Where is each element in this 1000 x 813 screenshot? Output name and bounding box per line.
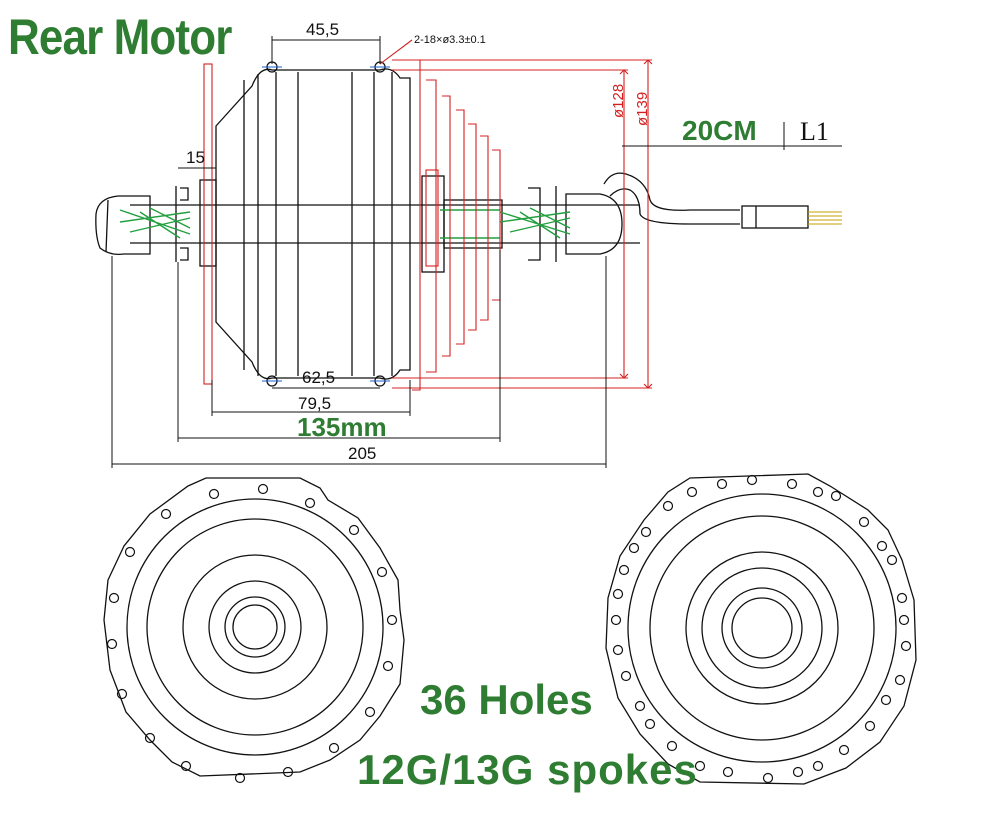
dim-hole-spec: 2-18×ø3.3±0.1 xyxy=(414,34,486,46)
dim-bottom-inner: 62,5 xyxy=(302,368,336,387)
right-spoke-holes xyxy=(610,474,912,784)
diagram-title: Rear Motor xyxy=(8,9,232,65)
axle-width-label: 135mm xyxy=(297,412,387,442)
right-spacer xyxy=(421,175,445,273)
left-dropout xyxy=(175,186,189,262)
motor-cable xyxy=(603,172,740,225)
dim-diameter-inner: ø128 xyxy=(610,83,627,118)
right-flange-outline xyxy=(605,473,917,785)
connector-label: L1 xyxy=(800,117,829,146)
dim-diameter-outer: ø139 xyxy=(634,91,651,126)
holes-label: 36 Holes xyxy=(420,676,593,723)
dimension-lines xyxy=(111,36,842,468)
left-spoke-holes xyxy=(106,483,398,784)
dim-top-width: 45,5 xyxy=(306,20,340,39)
spokes-label: 12G/13G spokes xyxy=(357,746,698,793)
dim-left-offset: 15 xyxy=(186,148,205,167)
front-view-left xyxy=(103,477,405,777)
dim-total-width: 205 xyxy=(348,444,377,463)
side-view xyxy=(95,61,842,387)
hole-markers xyxy=(262,66,390,382)
front-view-right xyxy=(605,473,917,785)
left-flange-outline xyxy=(103,477,405,777)
dim-bottom-mid: 79,5 xyxy=(298,394,332,413)
left-axle-nut xyxy=(95,195,151,256)
cable-connector xyxy=(741,205,809,229)
right-axle-nut xyxy=(565,193,623,255)
left-spacer xyxy=(199,179,217,267)
cassette-outline xyxy=(203,39,653,391)
hub-shell-outline xyxy=(215,68,411,380)
cable-length-label: 20CM xyxy=(682,115,757,146)
